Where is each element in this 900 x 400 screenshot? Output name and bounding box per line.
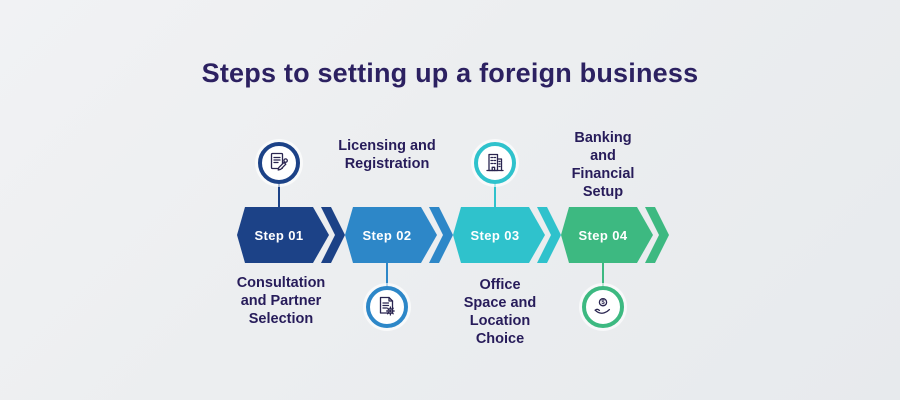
- chevron-separator: [321, 207, 345, 263]
- arrow-body: [453, 207, 545, 263]
- step-3-caption: Office Space and Location Choice: [463, 277, 537, 347]
- step-2-label: Step 02: [362, 227, 412, 243]
- arrow-body: [561, 207, 653, 263]
- step-2-icon-badge: [366, 286, 408, 328]
- contract-pen-icon: [270, 152, 288, 171]
- step-4-arrow: [561, 207, 669, 263]
- chevron-separator: [537, 207, 561, 263]
- step-3-connector-line: [494, 184, 496, 207]
- step-1-label: Step 01: [254, 227, 304, 243]
- office-building-icon: [486, 153, 504, 172]
- step-4-icon-badge: $: [582, 286, 624, 328]
- step-2-caption: Licensing and Registration: [338, 138, 436, 172]
- arrow-body: [345, 207, 437, 263]
- arrow-body: [237, 207, 329, 263]
- coin-dollar-symbol: $: [601, 300, 605, 306]
- chevron-separator: [429, 207, 453, 263]
- page-title: Steps to setting up a foreign business: [201, 58, 699, 88]
- step-4-label: Step 04: [578, 227, 628, 243]
- step-3-label: Step 03: [470, 227, 520, 243]
- document-gear-icon: [379, 296, 395, 316]
- step-1-connector-line: [278, 184, 280, 207]
- step-1-arrow: [237, 207, 345, 263]
- chevron-separator: [645, 207, 669, 263]
- step-2-connector-line: [386, 263, 388, 286]
- step-3-arrow: [453, 207, 561, 263]
- step-1-caption: Consultation and Partner Selection: [236, 275, 326, 327]
- step-1-icon-badge: [258, 142, 300, 184]
- step-4-caption: Banking and Financial Setup: [571, 130, 635, 200]
- hand-coin-icon: $: [594, 297, 611, 314]
- step-4-connector-line: [602, 263, 604, 286]
- step-3-icon-badge: [474, 142, 516, 184]
- step-2-arrow: [345, 207, 453, 263]
